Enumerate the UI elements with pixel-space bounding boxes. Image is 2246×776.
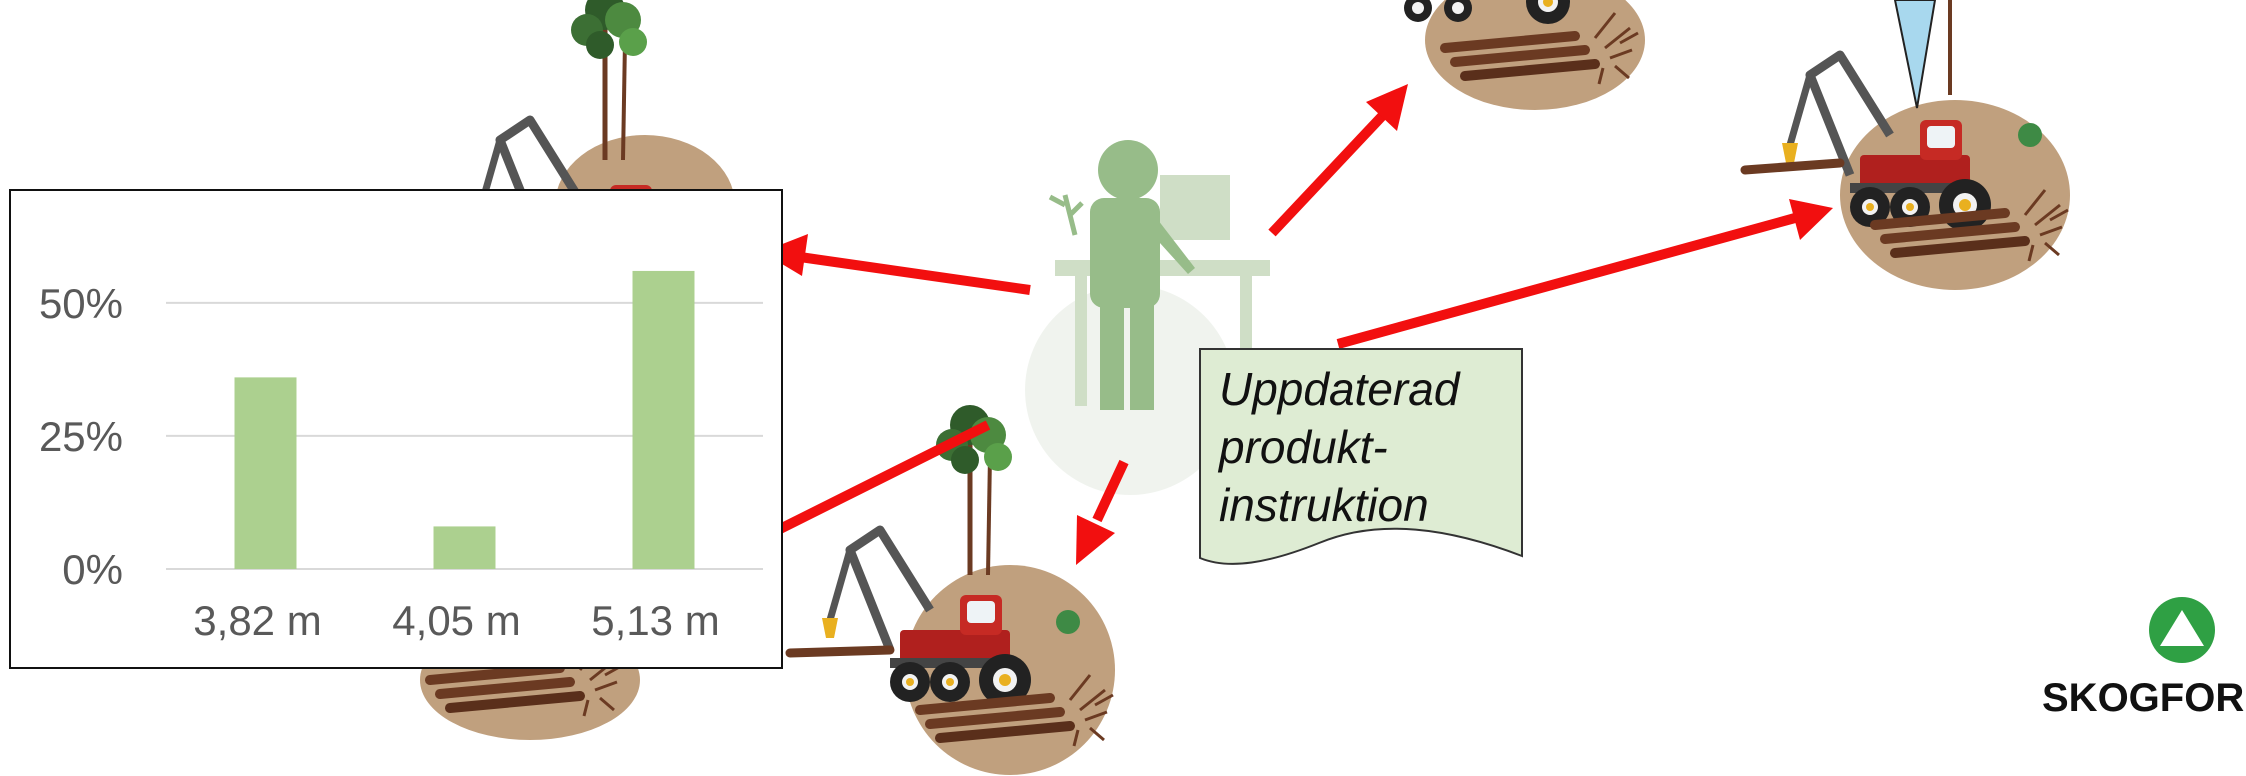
- note-line-3: instruktion: [1219, 479, 1429, 531]
- y-tick-label: 25%: [39, 413, 123, 460]
- y-tick-label: 50%: [39, 280, 123, 327]
- arrow-to-bottom-left: [767, 420, 991, 539]
- site-top-center: [1404, 0, 1645, 110]
- bar: [234, 377, 297, 569]
- y-tick-label: 0%: [62, 546, 123, 593]
- logo-text: SKOGFOR: [2042, 676, 2245, 720]
- note-text: Uppdaterad produkt- instruktion: [1219, 360, 1459, 534]
- note-shape: [1199, 348, 1523, 565]
- bar-chart: 0% 25% 50% 3,82 m 4,05 m 5,13 m: [39, 270, 763, 644]
- site-bottom-center: [785, 405, 1115, 775]
- x-tick-label: 5,13 m: [591, 597, 719, 644]
- bar: [632, 270, 695, 569]
- note-line-1: Uppdaterad: [1219, 363, 1460, 415]
- arrow-to-top-center: [1268, 84, 1408, 237]
- product-distribution-chart: 0% 25% 50% 3,82 m 4,05 m 5,13 m: [9, 189, 783, 669]
- arrow-to-chart: [762, 234, 1031, 295]
- note-line-2: produkt-: [1219, 421, 1388, 473]
- x-tick-label: 3,82 m: [193, 597, 321, 644]
- arrows: [762, 84, 1833, 565]
- skogforsk-logo: SKOGFOR: [2040, 596, 2246, 726]
- site-right: [1740, 0, 2070, 290]
- updated-instruction-note: Uppdaterad produkt- instruktion: [1199, 348, 1523, 568]
- person-at-computer: [1025, 140, 1270, 495]
- arrow-to-bottom-center: [1076, 459, 1129, 565]
- arrow-to-right: [1336, 199, 1833, 349]
- x-tick-label: 4,05 m: [392, 597, 520, 644]
- bar: [433, 526, 496, 569]
- logo-emblem-icon: [2149, 597, 2215, 663]
